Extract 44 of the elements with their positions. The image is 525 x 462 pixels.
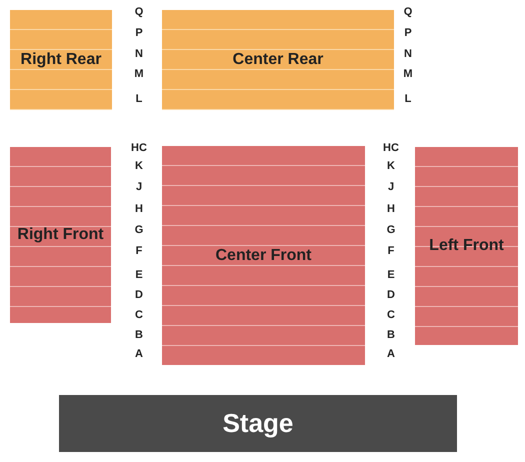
row-label: Q xyxy=(134,6,144,18)
row-label: L xyxy=(134,93,144,105)
row-label: E xyxy=(386,269,396,281)
row-label: B xyxy=(386,329,396,341)
seating-section xyxy=(10,10,112,110)
row-label: J xyxy=(386,181,396,193)
row-label: F xyxy=(134,245,144,257)
row-label: Q xyxy=(402,6,414,18)
row-label: F xyxy=(386,245,396,257)
row-label: K xyxy=(386,160,396,172)
seating-section xyxy=(162,10,394,110)
row-label: B xyxy=(134,329,144,341)
row-label: J xyxy=(134,181,144,193)
row-label: HC xyxy=(382,142,400,154)
row-label: K xyxy=(134,160,144,172)
seating-section xyxy=(10,147,111,323)
row-label: D xyxy=(134,289,144,301)
row-label: H xyxy=(386,203,396,215)
section-label: Left Front xyxy=(429,237,504,255)
row-label: G xyxy=(386,224,396,236)
row-label: D xyxy=(386,289,396,301)
section-label: Center Front xyxy=(216,246,312,264)
row-label: C xyxy=(134,309,144,321)
section-label: Right Front xyxy=(17,226,104,244)
row-label: N xyxy=(403,48,413,60)
row-label: P xyxy=(134,27,144,39)
row-label: M xyxy=(402,68,414,80)
stage-label: Stage xyxy=(222,408,294,439)
row-label: N xyxy=(134,48,144,60)
row-label: A xyxy=(386,348,396,360)
row-label: P xyxy=(403,27,413,39)
seating-section xyxy=(415,147,518,345)
stage-area xyxy=(59,395,457,452)
row-label: L xyxy=(404,93,412,105)
section-label: Right Rear xyxy=(20,51,102,69)
row-label: M xyxy=(133,68,145,80)
row-label: H xyxy=(134,203,144,215)
row-label: E xyxy=(134,269,144,281)
section-label: Center Rear xyxy=(232,51,324,69)
row-label: A xyxy=(134,348,144,360)
seating-section xyxy=(162,146,365,365)
row-label: HC xyxy=(130,142,148,154)
row-label: G xyxy=(134,224,144,236)
row-label: C xyxy=(386,309,396,321)
